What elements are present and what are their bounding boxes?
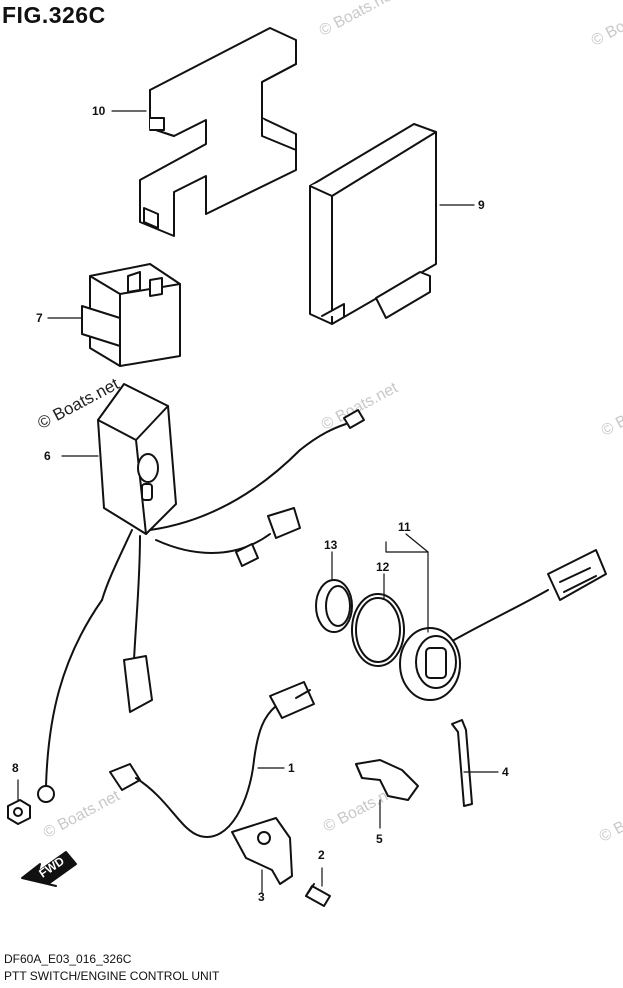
- callout-12: 12: [376, 560, 390, 574]
- callout-5: 5: [376, 832, 383, 846]
- part-1-harness: [109, 681, 315, 838]
- part-11-switch: [399, 549, 607, 701]
- callout-6: 6: [44, 449, 51, 463]
- callout-13: 13: [324, 538, 338, 552]
- callout-8: 8: [12, 761, 19, 775]
- part-4-tie: [451, 719, 473, 807]
- part-6-switch: [37, 383, 365, 803]
- figure-caption: PTT SWITCH/ENGINE CONTROL UNIT: [4, 969, 220, 983]
- figure-title: FIG.326C: [2, 2, 106, 28]
- callout-4: 4: [502, 765, 509, 779]
- part-2-screw: [305, 883, 331, 907]
- part-12-oring: [351, 593, 405, 667]
- part-9-ecu: [309, 123, 437, 325]
- callout-11: 11: [398, 520, 411, 534]
- callout-7: 7: [36, 311, 43, 325]
- part-3-bracket: [231, 817, 293, 885]
- figure-code: DF60A_E03_016_326C: [4, 952, 132, 966]
- part-5-clamp: [355, 759, 419, 801]
- callout-10: 10: [92, 104, 106, 118]
- part-13-ring: [315, 579, 353, 633]
- part-10-cover: [139, 27, 297, 237]
- fwd-arrow: [21, 851, 77, 887]
- callout-2: 2: [318, 848, 325, 862]
- callout-3: 3: [258, 890, 265, 904]
- callout-9: 9: [478, 198, 485, 212]
- callout-1: 1: [288, 761, 295, 775]
- part-7-relay: [81, 263, 181, 367]
- leader-lines: [17, 110, 499, 893]
- part-8-bolt: [7, 799, 31, 825]
